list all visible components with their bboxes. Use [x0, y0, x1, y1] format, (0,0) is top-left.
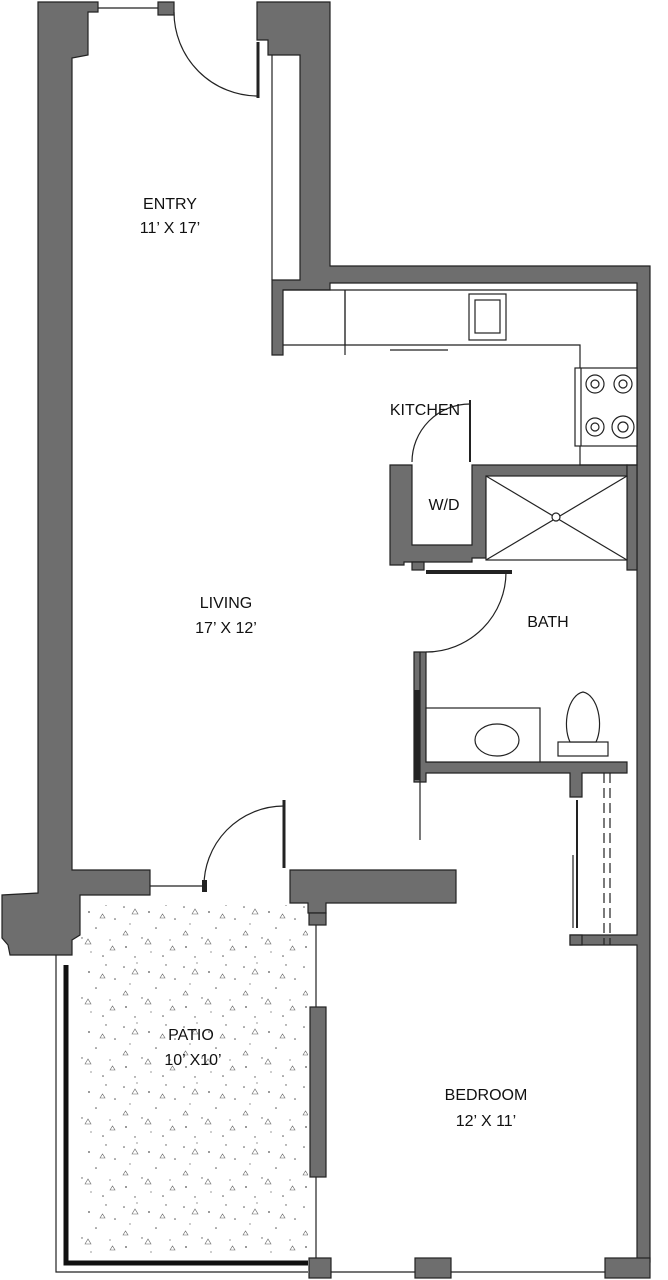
patio-door-swing	[203, 805, 285, 889]
left-exterior-wall	[1, 1, 151, 956]
shower-drain-icon	[551, 512, 561, 522]
entry-label: ENTRY	[143, 196, 197, 213]
living-bedroom-wall	[289, 869, 457, 914]
entry-door-jamb	[157, 1, 175, 16]
bedroom-label: BEDROOM	[445, 1087, 528, 1104]
living-label: LIVING	[200, 595, 252, 612]
patio-bedroom-wall-upper	[308, 912, 327, 926]
bath-door-jamb	[411, 561, 425, 571]
kitchen-sink-basin	[474, 299, 501, 334]
patio-bedroom-wall-lower	[308, 1257, 332, 1279]
bath-window-sill	[414, 690, 420, 780]
bedroom-closet-wall	[569, 934, 583, 946]
bath-sink-icon	[474, 723, 520, 757]
kitchen-label: KITCHEN	[390, 402, 460, 419]
patio-floor	[80, 905, 308, 1253]
toilet-bowl-icon	[565, 691, 601, 743]
bedroom-size: 12’ X 11’	[456, 1113, 516, 1130]
patio-bedroom-wall-middle	[309, 1006, 327, 1178]
patio-size: 10’ X10’	[164, 1052, 221, 1069]
entry-size: 11’ X 17’	[140, 220, 200, 237]
patio-door-stop	[202, 880, 207, 892]
patio-railing	[63, 965, 308, 1266]
entry-door-swing	[173, 11, 259, 97]
patio-outline	[55, 955, 308, 1273]
patio-label: PATIO	[168, 1027, 214, 1044]
wd-door-swing	[411, 403, 471, 463]
wd-label: W/D	[428, 497, 459, 514]
bedroom-bottom-wall-right	[604, 1257, 651, 1279]
bath-label: BATH	[527, 614, 568, 631]
bath-wall	[626, 464, 638, 571]
entry-right-wall	[256, 1, 651, 1263]
toilet-tank	[557, 741, 609, 757]
bedroom-bottom-wall-mid	[414, 1257, 452, 1279]
living-size: 17’ X 12’	[195, 620, 257, 637]
bath-door-swing	[425, 571, 507, 653]
stove-burners	[585, 374, 635, 439]
